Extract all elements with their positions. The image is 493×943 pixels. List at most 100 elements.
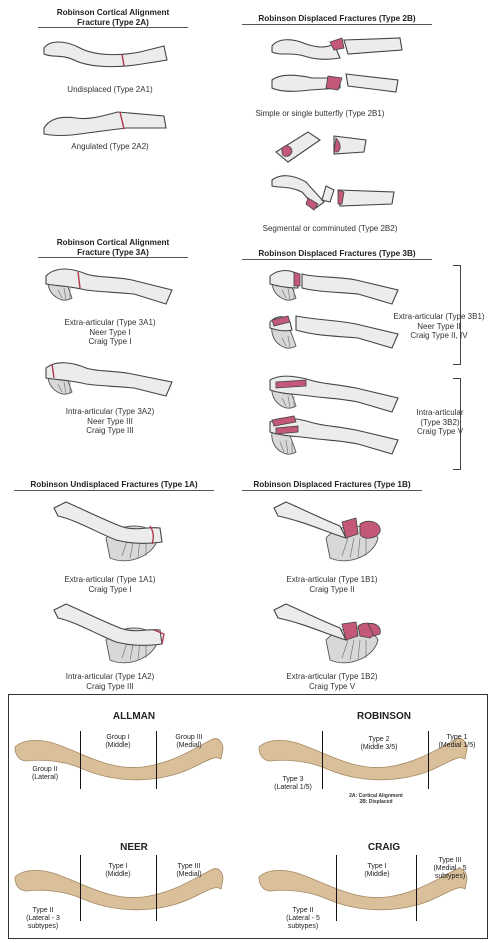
type3b1-caption-line1: Extra-articular (Type 3B1)	[384, 312, 493, 322]
type2b1-caption: Simple or single butterfly (Type 2B1)	[240, 109, 400, 119]
neer-type2-line2: (Lateral - 3	[11, 915, 75, 923]
robinson-type3-line2: (Lateral 1/5)	[262, 784, 324, 792]
allman-group2-line2: (Lateral)	[13, 774, 77, 782]
type1b1-caption-line2: Craig Type II	[262, 585, 402, 595]
type1a2-caption-line1: Intra-articular (Type 1A2)	[40, 672, 180, 682]
type3a1-caption: Extra-articular (Type 3A1) Neer Type I C…	[40, 318, 180, 347]
type1b1-caption-line1: Extra-articular (Type 1B1)	[262, 575, 402, 585]
robinson-title: ROBINSON	[339, 711, 429, 722]
type3b-title: Robinson Displaced Fractures (Type 3B)	[242, 249, 432, 260]
robinson-type1-line2: (Medial 1/5)	[428, 742, 486, 750]
clavicle-2b2-illustration	[268, 128, 408, 220]
type3a-title: Robinson Cortical Alignment Fracture (Ty…	[38, 238, 188, 258]
type1a2-caption: Intra-articular (Type 1A2) Craig Type II…	[40, 672, 180, 691]
robinson-type3-label: Type 3 (Lateral 1/5)	[262, 776, 324, 792]
type1a-title-text: Robinson Undisplaced Fractures (Type 1A)	[14, 480, 214, 491]
craig-divider-medial	[416, 855, 417, 921]
craig-type2-label: Type II (Lateral - 5 subtypes)	[271, 907, 335, 931]
type3a2-caption-line3: Craig Type III	[40, 426, 180, 436]
type2a-title-line1: Robinson Cortical Alignment	[38, 8, 188, 18]
type2b2-caption: Segmental or comminuted (Type 2B2)	[250, 224, 410, 234]
clavicle-1b1-illustration	[270, 498, 400, 570]
allman-title: ALLMAN	[94, 711, 174, 722]
type1b2-caption-line2: Craig Type V	[262, 682, 402, 692]
type1b-title-text: Robinson Displaced Fractures (Type 1B)	[242, 480, 422, 491]
type2a-title: Robinson Cortical Alignment Fracture (Ty…	[38, 8, 188, 28]
type1b-title: Robinson Displaced Fractures (Type 1B)	[242, 480, 422, 491]
allman-group1-line1: Group I	[85, 734, 151, 742]
neer-type1-line1: Type I	[85, 863, 151, 871]
robinson-type1-line1: Type 1	[428, 734, 486, 742]
craig-type2-line2: (Lateral - 5	[271, 915, 335, 923]
type1a1-caption-line2: Craig Type I	[40, 585, 180, 595]
craig-type1-label: Type I (Middle)	[343, 863, 411, 879]
clavicle-3a2-illustration	[42, 358, 182, 404]
type3b-title-text: Robinson Displaced Fractures (Type 3B)	[242, 249, 432, 260]
allman-group3-line2: (Medial)	[159, 742, 219, 750]
type1b2-caption-line1: Extra-articular (Type 1B2)	[262, 672, 402, 682]
allman-group3-line1: Group III	[159, 734, 219, 742]
neer-type3-label: Type III (Medial)	[159, 863, 219, 879]
clavicle-2b1-illustration	[268, 34, 408, 104]
allman-group2-label: Group II (Lateral)	[13, 766, 77, 782]
type3a2-caption-line2: Neer Type III	[40, 417, 180, 427]
neer-divider-medial	[156, 855, 157, 921]
type2a-title-line2: Fracture (Type 2A)	[38, 18, 188, 29]
type2a2-caption: Angulated (Type 2A2)	[40, 142, 180, 152]
type1a1-caption: Extra-articular (Type 1A1) Craig Type I	[40, 575, 180, 594]
clavicle-1a2-illustration	[50, 600, 180, 672]
robinson-type1-label: Type 1 (Medial 1/5)	[428, 734, 486, 750]
craig-type3-line2: (Medial - 5	[419, 865, 481, 873]
type3b2-caption-line1: Intra-articular	[400, 408, 480, 418]
type3a1-caption-line2: Neer Type I	[40, 328, 180, 338]
allman-divider-medial	[156, 731, 157, 789]
neer-type1-label: Type I (Middle)	[85, 863, 151, 879]
allman-group1-line2: (Middle)	[85, 742, 151, 750]
craig-title: CRAIG	[339, 842, 429, 853]
type3b1-caption-line3: Craig Type II, IV	[384, 331, 493, 341]
neer-divider-lateral	[80, 855, 81, 921]
craig-type3-line3: subtypes)	[419, 873, 481, 881]
craig-type3-label: Type III (Medial - 5 subtypes)	[419, 857, 481, 881]
type1b2-caption: Extra-articular (Type 1B2) Craig Type V	[262, 672, 402, 691]
allman-divider-lateral	[80, 731, 81, 789]
type3a-title-line2: Fracture (Type 3A)	[38, 248, 188, 259]
robinson-type2-line1: Type 2	[339, 736, 419, 744]
craig-type1-line2: (Middle)	[343, 871, 411, 879]
type1a2-caption-line2: Craig Type III	[40, 682, 180, 692]
type1a-title: Robinson Undisplaced Fractures (Type 1A)	[14, 480, 214, 491]
clavicle-1a1-illustration	[50, 498, 180, 570]
type3b2-caption: Intra-articular (Type 3B2) Craig Type V	[400, 408, 480, 437]
type1a1-caption-line1: Extra-articular (Type 1A1)	[40, 575, 180, 585]
clavicle-1b2-illustration	[270, 600, 400, 672]
craig-type2-line3: subtypes)	[271, 923, 335, 931]
allman-group3-label: Group III (Medial)	[159, 734, 219, 750]
craig-type2-line1: Type II	[271, 907, 335, 915]
type3b2-caption-line3: Craig Type V	[400, 427, 480, 437]
clavicle-2a2-illustration	[40, 104, 170, 146]
neer-type2-line3: subtypes)	[11, 923, 75, 931]
classification-panel: ALLMAN Group I (Middle) Group II (Latera…	[8, 694, 488, 939]
neer-type1-line2: (Middle)	[85, 871, 151, 879]
type3b1-caption: Extra-articular (Type 3B1) Neer Type II …	[384, 312, 493, 341]
clavicle-3a1-illustration	[42, 264, 182, 310]
type3a2-caption: Intra-articular (Type 3A2) Neer Type III…	[40, 407, 180, 436]
robinson-note-line2: 2B: Displaced	[331, 799, 421, 805]
type1b1-caption: Extra-articular (Type 1B1) Craig Type II	[262, 575, 402, 594]
type2a1-caption: Undisplaced (Type 2A1)	[40, 85, 180, 95]
robinson-type3-line1: Type 3	[262, 776, 324, 784]
neer-type3-line1: Type III	[159, 863, 219, 871]
type3b2-caption-line2: (Type 3B2)	[400, 418, 480, 428]
neer-type2-line1: Type II	[11, 907, 75, 915]
neer-type2-label: Type II (Lateral - 3 subtypes)	[11, 907, 75, 931]
type3a1-caption-line3: Craig Type I	[40, 337, 180, 347]
robinson-type2-line2: (Middle 3/5)	[339, 744, 419, 752]
neer-title: NEER	[94, 842, 174, 853]
craig-type1-line1: Type I	[343, 863, 411, 871]
robinson-type2-note: 2A: Cortical Alignment 2B: Displaced	[331, 793, 421, 805]
type3b1-caption-line2: Neer Type II	[384, 322, 493, 332]
type2b-title: Robinson Displaced Fractures (Type 2B)	[242, 14, 432, 25]
type3a1-caption-line1: Extra-articular (Type 3A1)	[40, 318, 180, 328]
neer-type3-line2: (Medial)	[159, 871, 219, 879]
type2b-title-text: Robinson Displaced Fractures (Type 2B)	[242, 14, 432, 25]
